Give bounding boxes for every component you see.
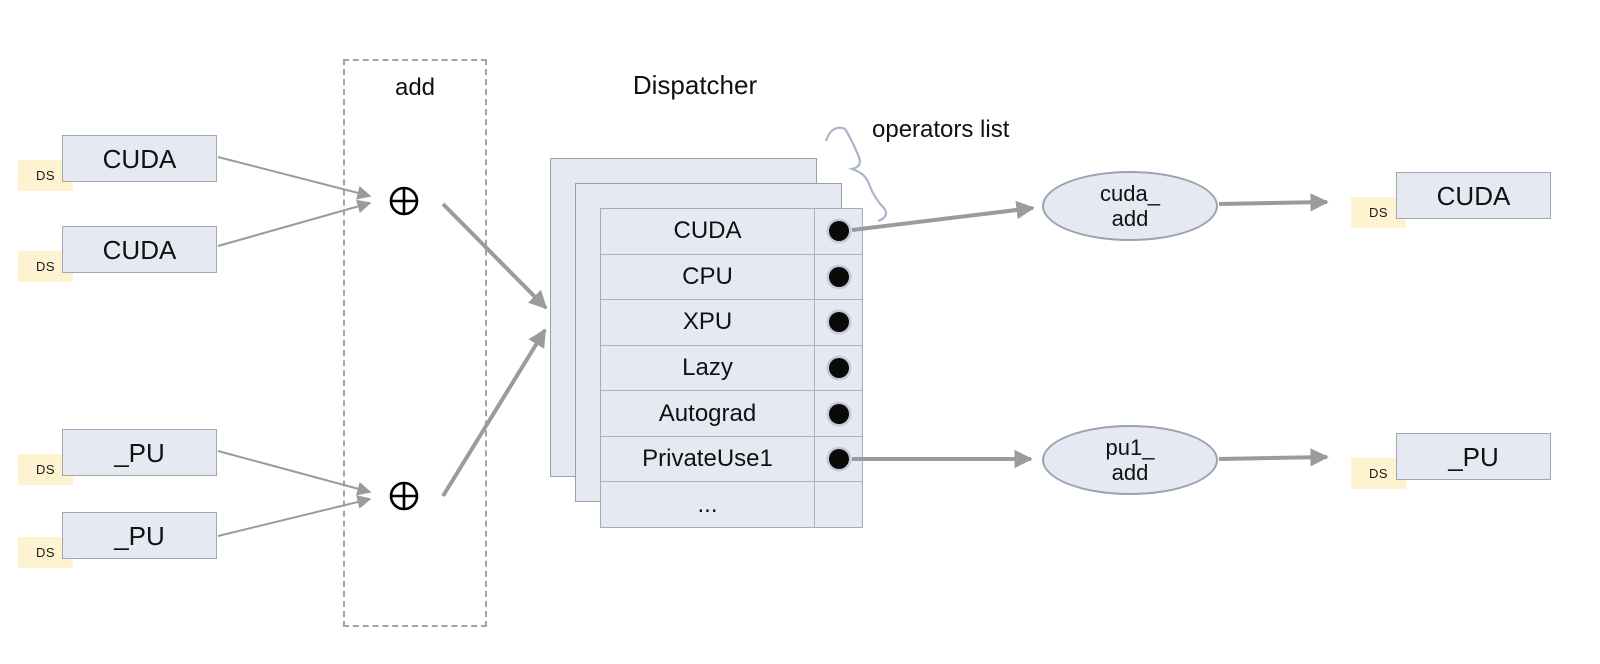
ds-tag-label: DS [35,545,56,560]
row-bullet-cell [814,391,862,436]
kernel-label-line2: add [1111,460,1149,485]
arrow-cuda-kernel-to-output [1218,193,1329,212]
output-box-cuda: CUDA [1396,172,1551,219]
row-label: CUDA [673,217,742,245]
dispatch-table: CUDA CPU XPU Lazy Autograd PrivateUse1 .… [600,208,863,528]
row-bullet-cell [814,436,862,482]
dispatch-entry-bullet [828,266,849,287]
row-label: XPU [682,308,733,336]
table-row-ellipsis: ... [601,481,862,528]
row-label: Autograd [658,399,757,427]
table-row-cpu: CPU [601,253,862,300]
kernel-label-line2: add [1111,206,1149,231]
input-box-pu-1: _PU [62,429,217,476]
kernel-label-line1: cuda_ [1100,181,1160,206]
input-box-pu-2: _PU [62,512,217,559]
ds-tag-label: DS [1368,466,1389,481]
add-op-group-label: add [394,74,436,101]
row-bullet-cell [814,345,862,391]
dispatch-entry-bullet [828,358,849,379]
row-bullet-cell [814,482,862,528]
arrow-cuda-entry-to-kernel [851,200,1035,232]
dispatch-entry-bullet [828,221,849,242]
dispatch-entry-bullet [828,312,849,333]
add-op-group [343,59,487,627]
ds-tag-label: DS [35,259,56,274]
row-label: ... [697,490,718,518]
output-box-label: CUDA [1436,180,1511,211]
dispatcher-title: Dispatcher [632,70,758,100]
input-box-label: CUDA [102,234,177,265]
arrow-pu1-kernel-to-output [1218,448,1329,467]
input-box-label: _PU [114,520,165,551]
ds-tag-label: DS [35,462,56,477]
input-box-label: _PU [114,437,165,468]
dispatch-entry-bullet [828,449,849,470]
ds-tag-label: DS [35,168,56,183]
dispatch-entry-bullet [828,403,849,424]
row-bullet-cell [814,254,862,300]
row-bullet-cell [814,300,862,345]
row-bullet-cell [814,209,862,254]
input-box-cuda-1: CUDA [62,135,217,182]
input-box-cuda-2: CUDA [62,226,217,273]
table-row-xpu: XPU [601,299,862,345]
kernel-ellipse-pu1-add: pu1_ add [1042,425,1218,495]
table-row-cuda: CUDA [601,209,862,254]
output-box-label: _PU [1448,441,1499,472]
row-label: PrivateUse1 [642,445,773,473]
table-row-privateuse1: PrivateUse1 [601,435,862,482]
table-row-lazy: Lazy [601,344,862,391]
input-box-label: CUDA [102,143,177,174]
kernel-label-line1: pu1_ [1105,435,1155,460]
operators-list-label: operators list [872,116,1010,143]
output-box-pu: _PU [1396,433,1551,480]
kernel-ellipse-cuda-add: cuda_ add [1042,171,1218,241]
ds-tag-label: DS [1368,205,1389,220]
table-row-autograd: Autograd [601,390,862,436]
row-label: Lazy [682,354,733,382]
row-label: CPU [682,262,733,290]
